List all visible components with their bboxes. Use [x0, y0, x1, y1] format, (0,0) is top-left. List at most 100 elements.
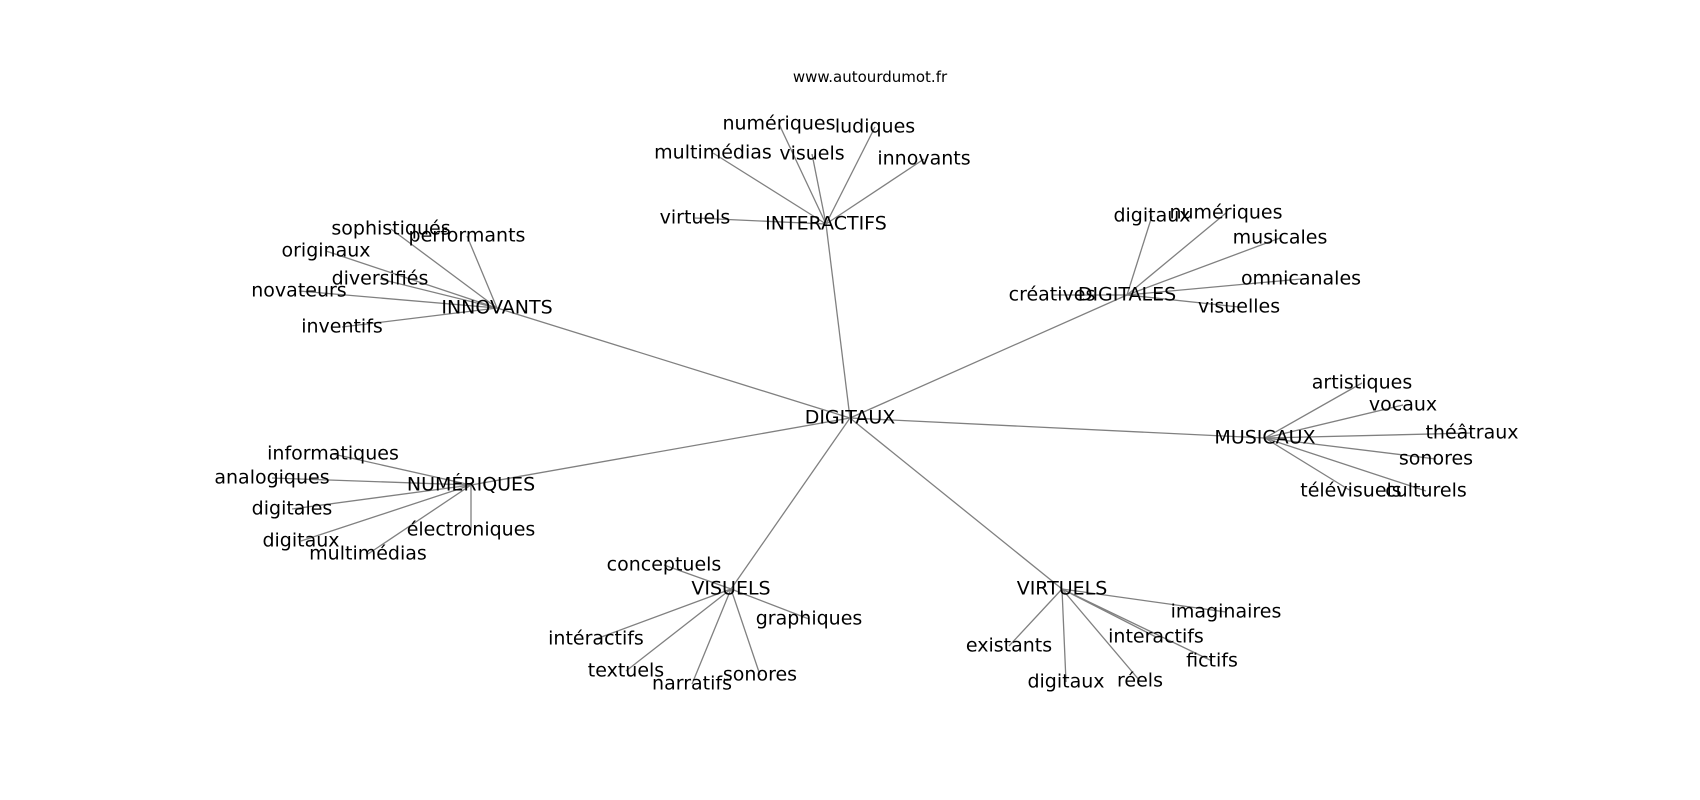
edge-virtuels-leaf: [1008, 588, 1063, 647]
leaf-node: visuelles: [1198, 296, 1280, 318]
group-node-interactifs: INTERACTIFS: [765, 213, 887, 235]
leaf-node: électroniques: [407, 519, 536, 541]
leaf-node: interactifs: [1108, 626, 1204, 648]
edge-center-numeriques: [470, 417, 851, 486]
leaf-node: diversifiés: [332, 268, 429, 290]
leaf-node: télévisuels: [1300, 480, 1401, 502]
edge-center-visuels: [730, 417, 851, 590]
leaf-node: digitaux: [1113, 205, 1190, 227]
leaf-node: vocaux: [1369, 394, 1437, 416]
edge-interactifs-leaf: [811, 153, 827, 225]
leaf-node: inventifs: [301, 316, 383, 338]
leaf-node: existants: [966, 635, 1052, 657]
edge-center-interactifs: [825, 223, 851, 419]
leaf-node: culturels: [1385, 480, 1467, 502]
edge-innovants-leaf: [325, 250, 498, 309]
edge-interactifs-leaf: [694, 217, 827, 225]
leaf-node: digitales: [252, 498, 333, 520]
edge-visuels-leaf: [663, 564, 732, 590]
leaf-node: artistiques: [1312, 372, 1413, 394]
edge-visuels-leaf: [730, 588, 761, 676]
edge-center-innovants: [496, 307, 851, 419]
edge-virtuels-leaf: [1061, 588, 1067, 683]
leaf-node: multimédias: [309, 543, 427, 565]
edge-interactifs-leaf: [712, 152, 827, 225]
leaf-node: visuels: [779, 143, 844, 165]
source-watermark: www.autourdumot.fr: [793, 68, 948, 86]
edge-musicaux-leaf: [1264, 382, 1363, 439]
edge-visuels-leaf: [691, 588, 732, 685]
leaf-node: graphiques: [756, 608, 863, 630]
leaf-node: ludiques: [835, 116, 915, 138]
leaf-node: numériques: [722, 113, 835, 135]
edge-center-musicaux: [849, 417, 1266, 439]
leaf-node: originaux: [281, 240, 370, 262]
leaf-node: imaginaires: [1171, 601, 1282, 623]
graph-edges: [271, 123, 1473, 685]
edge-innovants-leaf: [390, 228, 498, 309]
leaf-node: numériques: [1169, 202, 1282, 224]
leaf-node: créatives: [1009, 284, 1096, 306]
leaf-node: théâtraux: [1425, 422, 1518, 444]
edge-digitales-leaf: [1126, 294, 1240, 308]
group-node-innovants: INNOVANTS: [441, 297, 552, 319]
edge-musicaux-leaf: [1264, 437, 1352, 492]
edge-digitales-leaf: [1126, 215, 1153, 296]
leaf-node: sophistiqués: [331, 218, 450, 240]
group-node-visuels: VISUELS: [691, 578, 770, 600]
leaf-node: conceptuels: [607, 554, 722, 576]
leaf-node: sonores: [1399, 448, 1473, 470]
leaf-node: innovants: [877, 148, 970, 170]
edge-center-virtuels: [849, 417, 1063, 590]
leaf-node: musicales: [1233, 227, 1328, 249]
edge-numeriques-leaf: [271, 477, 472, 486]
edge-visuels-leaf: [595, 588, 732, 640]
edge-virtuels-leaf: [1061, 588, 1141, 682]
leaf-node: narratifs: [652, 673, 732, 695]
leaf-node: novateurs: [251, 280, 346, 302]
leaf-node: informatiques: [267, 443, 399, 465]
leaf-node: intéractifs: [548, 628, 644, 650]
edge-numeriques-leaf: [367, 484, 472, 555]
leaf-node: virtuels: [660, 207, 731, 229]
leaf-node: sonores: [723, 664, 797, 686]
edge-interactifs-leaf: [825, 158, 925, 225]
edge-musicaux-leaf: [1264, 432, 1473, 439]
edge-innovants-leaf: [298, 290, 498, 309]
group-node-digitales: DIGITALES: [1078, 284, 1176, 306]
graph-labels: www.autourdumot.fr DIGITAUX INTERACTIFS vi…: [214, 68, 1518, 695]
leaf-node: omnicanales: [1241, 268, 1361, 290]
edge-interactifs-leaf: [825, 126, 876, 225]
leaf-node: analogiques: [214, 467, 329, 489]
edge-innovants-leaf: [466, 235, 498, 309]
leaf-node: réels: [1117, 670, 1163, 692]
edge-digitales-leaf: [1126, 237, 1281, 296]
edge-center-digitales: [849, 294, 1128, 419]
leaf-node: textuels: [588, 660, 664, 682]
leaf-node: fictifs: [1186, 650, 1238, 672]
center-node: DIGITAUX: [805, 407, 896, 429]
leaf-node: digitaux: [1027, 671, 1104, 693]
edge-virtuels-leaf: [1061, 588, 1227, 613]
edge-innovants-leaf: [341, 307, 498, 328]
edge-digitales-leaf: [1126, 212, 1227, 296]
edge-visuels-leaf: [625, 588, 732, 672]
edge-virtuels-leaf: [1061, 588, 1213, 662]
edge-musicaux-leaf: [1264, 437, 1437, 460]
edge-musicaux-leaf: [1264, 437, 1427, 492]
edge-interactifs-leaf: [778, 123, 827, 225]
edge-numeriques-leaf: [332, 453, 472, 486]
edge-numeriques-leaf: [291, 484, 472, 510]
leaf-node: digitaux: [262, 530, 339, 552]
group-node-virtuels: VIRTUELS: [1017, 578, 1108, 600]
leaf-node: multimédias: [654, 142, 772, 164]
group-node-numeriques: NUMÉRIQUES: [407, 473, 535, 496]
edge-digitales-leaf: [1126, 278, 1302, 296]
edge-musicaux-leaf: [1264, 404, 1404, 439]
edge-innovants-leaf: [379, 278, 498, 309]
edge-visuels-leaf: [730, 588, 810, 620]
edge-numeriques-leaf: [300, 484, 472, 542]
group-node-musicaux: MUSICAUX: [1214, 427, 1315, 449]
leaf-node: performants: [409, 225, 526, 247]
